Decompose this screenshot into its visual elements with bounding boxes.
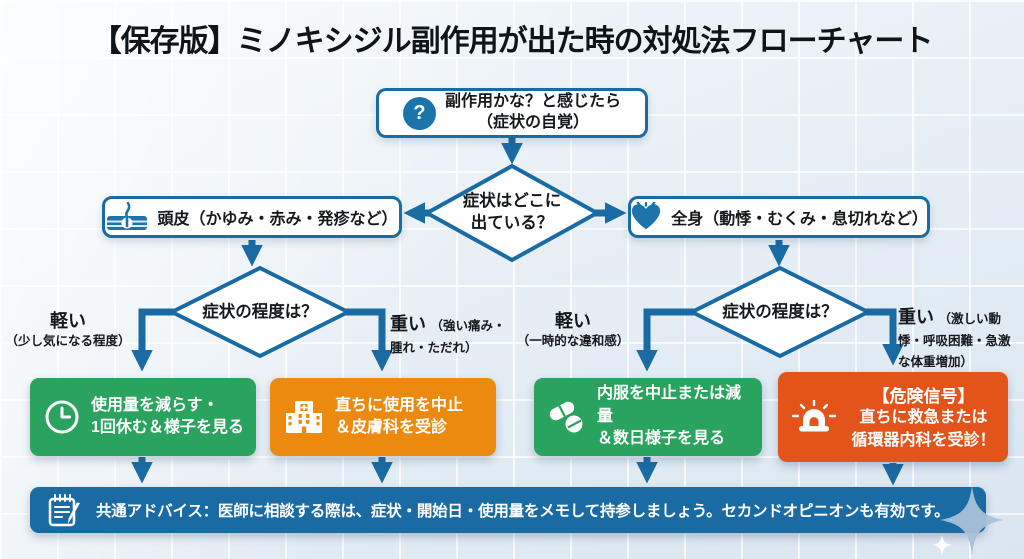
decision-diamond-severity-left — [167, 265, 353, 359]
label-scalp-mild-detail: （少し気になる程度） — [5, 334, 131, 349]
question-icon: ? — [402, 96, 436, 130]
label-body-severe-detail: （激しい動悸・呼吸困難・急激な体重増加） — [898, 312, 1011, 370]
pills-icon — [549, 401, 583, 433]
label-scalp-severe-detail: （強い痛み・腫れ・ただれ） — [390, 319, 506, 355]
clock-icon — [45, 400, 79, 434]
decision-severity-right-label: 症状の程度は？ — [722, 302, 838, 321]
flow-arrow — [131, 308, 174, 372]
advice-text: 共通アドバイス：医師に相談する際は、症状・開始日・使用量をメモして持参しましょう… — [96, 503, 950, 520]
label-body-mild: 軽い （一時的な違和感） — [506, 309, 640, 350]
hospital-icon — [286, 401, 322, 433]
decision-diamond-severity-right — [687, 265, 873, 359]
label-scalp-mild-strong: 軽い — [50, 311, 86, 331]
action-emergency-label: 直ちに救急または 循環器内科を受診！ — [851, 409, 996, 449]
label-body-severe-strong: 重い — [898, 307, 934, 327]
body-branch-node: 全身（動悸・むくみ・息切れなど） — [628, 196, 930, 238]
start-node-label: 副作用かな？と感じたら （症状の自覚） — [444, 93, 621, 131]
action-reduce-label: 使用量を減らす・ 1回休む＆様子を見る — [91, 396, 244, 436]
decision-location-label: 症状はどこに 出ている？ — [462, 191, 562, 232]
action-stop-and-dermatology: 直ちに使用を中止 ＆皮膚科を受診 — [270, 378, 496, 456]
body-branch-label: 全身（動悸・むくみ・息切れなど） — [671, 211, 928, 228]
label-scalp-severe-strong: 重い — [390, 314, 426, 334]
action-stop-oral-dose: 内服を中止または減量 ＆数日様子を見る — [534, 378, 762, 456]
decision-severity-left-label: 症状の程度は？ — [202, 302, 318, 321]
action-emergency: 【危険信号】 直ちに救急または 循環器内科を受診！ — [778, 372, 1008, 462]
advice-bar: 共通アドバイス：医師に相談する際は、症状・開始日・使用量をメモして持参しましょう… — [30, 487, 986, 533]
action-stop-oral-label: 内服を中止または減量 ＆数日様子を見る — [597, 385, 742, 448]
flow-arrow — [636, 308, 694, 372]
decision-diamond-location — [422, 163, 602, 263]
start-node: ? 副作用かな？と感じたら （症状の自覚） — [376, 88, 648, 138]
action-reduce-dose: 使用量を減らす・ 1回休む＆様子を見る — [30, 378, 256, 456]
sparkle-icon — [940, 486, 1004, 554]
scalp-branch-label: 頭皮（かゆみ・赤み・発疹など） — [157, 211, 398, 228]
hair-follicle-icon — [107, 202, 148, 230]
action-emergency-heading: 【危険信号】 — [872, 387, 975, 407]
label-scalp-severe: 重い （強い痛み・腫れ・ただれ） — [390, 312, 508, 358]
scalp-branch-node: 頭皮（かゆみ・赤み・発疹など） — [102, 196, 402, 238]
label-body-mild-detail: （一時的な違和感） — [516, 334, 630, 349]
label-body-severe: 重い （激しい動悸・呼吸困難・急激な体重増加） — [898, 305, 1020, 373]
memo-icon — [48, 494, 80, 527]
heart-icon — [632, 202, 661, 230]
flow-arrow — [866, 308, 904, 366]
flow-arrow — [346, 308, 393, 372]
siren-icon — [791, 400, 837, 432]
action-stop-derma-label: 直ちに使用を中止 ＆皮膚科を受診 — [335, 396, 464, 436]
sparkle-small-icon — [932, 534, 952, 556]
page-title: 【保存版】ミノキシジル副作用が出た時の対処法フローチャート — [91, 25, 934, 58]
label-scalp-mild: 軽い （少し気になる程度） — [2, 309, 134, 350]
label-body-mild-strong: 軽い — [555, 311, 591, 331]
